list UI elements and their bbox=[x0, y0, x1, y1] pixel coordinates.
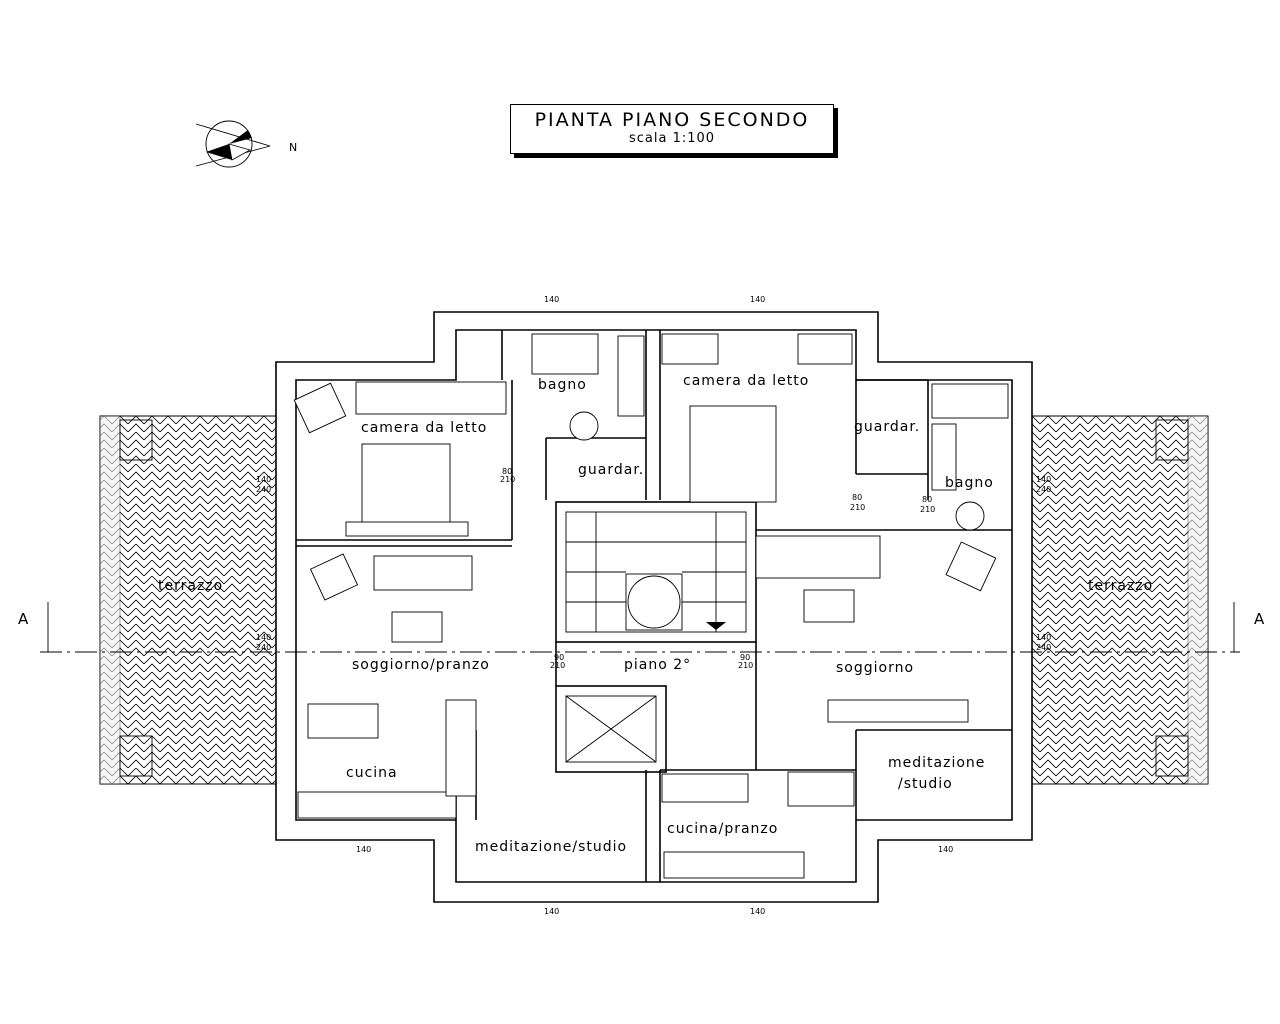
room-label-meditazione-right-1: meditazione bbox=[888, 755, 985, 771]
north-label: N bbox=[289, 141, 297, 154]
room-label-bagno-top: bagno bbox=[538, 377, 587, 393]
room-label-cucina: cucina bbox=[346, 765, 398, 781]
terrace-left bbox=[99, 415, 277, 785]
dim-label: 140 bbox=[544, 295, 559, 304]
room-label-guardaroba-left: guardar. bbox=[578, 462, 644, 478]
dim-label: 140 bbox=[256, 633, 271, 642]
dim-label: 140 bbox=[356, 845, 371, 854]
dim-label: 90 bbox=[554, 653, 564, 662]
room-label-cucina-pranzo: cucina/pranzo bbox=[667, 821, 778, 837]
dim-label: 210 bbox=[850, 503, 865, 512]
room-label-soggiorno-pranzo: soggiorno/pranzo bbox=[352, 657, 490, 673]
dim-label: 140 bbox=[1036, 633, 1051, 642]
room-label-terrazzo-right: terrazzo bbox=[1088, 578, 1153, 594]
room-label-meditazione-right-2: /studio bbox=[898, 776, 953, 792]
dim-label: 140 bbox=[1036, 475, 1051, 484]
dim-label: 210 bbox=[500, 475, 515, 484]
dim-label: 140 bbox=[750, 907, 765, 916]
section-mark-left: A bbox=[18, 610, 29, 628]
plan-title: PIANTA PIANO SECONDO bbox=[534, 109, 810, 131]
room-label-meditazione-studio-bottom: meditazione/studio bbox=[475, 839, 627, 855]
room-label-terrazzo-left: terrazzo bbox=[158, 578, 223, 594]
dim-label: 240 bbox=[256, 485, 271, 494]
room-label-guardaroba-right: guardar. bbox=[854, 419, 920, 435]
room-label-camera-right: camera da letto bbox=[683, 373, 809, 389]
dim-label: 210 bbox=[920, 505, 935, 514]
terrace-right bbox=[1031, 415, 1209, 785]
furniture bbox=[293, 333, 1009, 879]
stair-core bbox=[555, 501, 757, 773]
section-line bbox=[40, 602, 1240, 653]
dim-label: 210 bbox=[738, 661, 753, 670]
dim-label: 80 bbox=[502, 467, 512, 476]
dim-label: 80 bbox=[922, 495, 932, 504]
dim-label: 240 bbox=[1036, 485, 1051, 494]
dim-label: 140 bbox=[544, 907, 559, 916]
room-label-camera-left: camera da letto bbox=[361, 420, 487, 436]
dim-label: 210 bbox=[550, 661, 565, 670]
dim-label: 80 bbox=[852, 493, 862, 502]
plan-scale: scala 1:100 bbox=[628, 131, 716, 146]
interior-walls bbox=[296, 330, 1012, 882]
room-label-soggiorno: soggiorno bbox=[836, 660, 914, 676]
room-label-piano: piano 2° bbox=[624, 657, 691, 673]
dim-label: 140 bbox=[938, 845, 953, 854]
north-arrow-icon bbox=[195, 120, 271, 168]
dim-label: 90 bbox=[740, 653, 750, 662]
title-block: PIANTA PIANO SECONDO scala 1:100 bbox=[510, 104, 834, 154]
room-label-bagno-right: bagno bbox=[945, 475, 994, 491]
dimension-labels: 140 240 140 240 140 240 140 240 80 210 8… bbox=[256, 295, 1051, 916]
dim-label: 140 bbox=[750, 295, 765, 304]
dim-label: 240 bbox=[1036, 643, 1051, 652]
dim-label: 240 bbox=[256, 643, 271, 652]
section-mark-right: A bbox=[1254, 610, 1265, 628]
dim-label: 140 bbox=[256, 475, 271, 484]
